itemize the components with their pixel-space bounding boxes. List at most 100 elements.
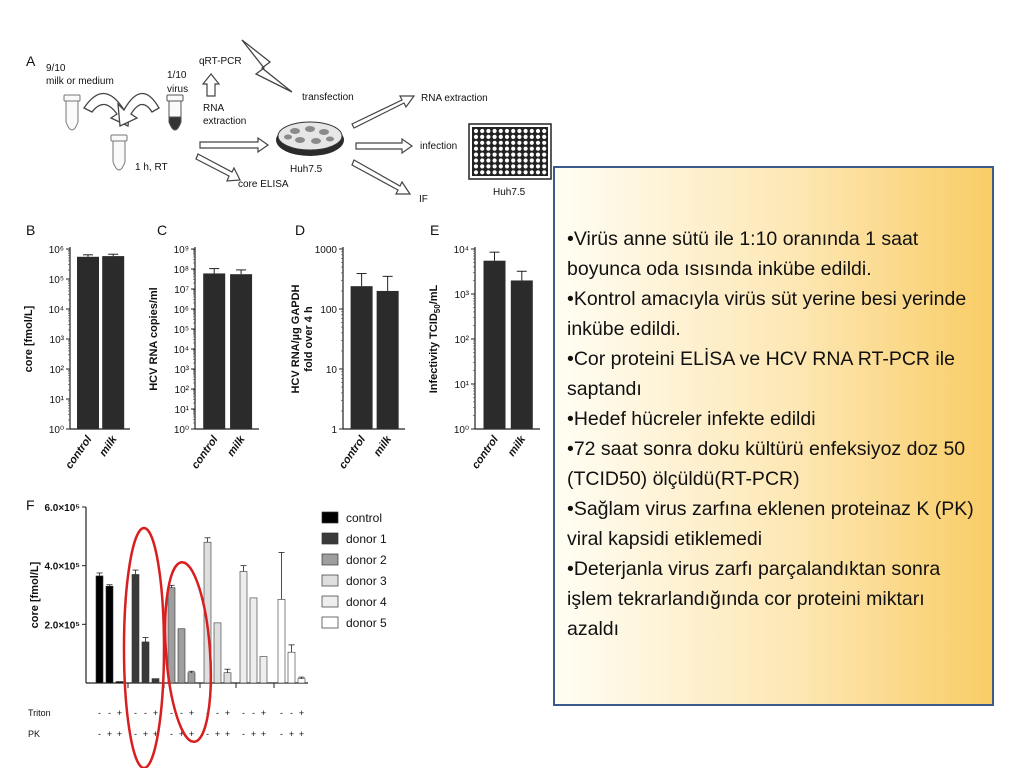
x-tick-label: milk bbox=[506, 433, 529, 459]
plate-well bbox=[517, 134, 522, 139]
triton-sign: - bbox=[144, 708, 147, 718]
plate-well bbox=[542, 152, 547, 157]
x-tick-label: control bbox=[189, 433, 221, 471]
panel-letter-b: B bbox=[26, 222, 35, 238]
plate-well bbox=[498, 152, 503, 157]
plate-well bbox=[498, 146, 503, 151]
bullet-2: •Kontrol amacıyla virüs süt yerine besi … bbox=[567, 288, 967, 340]
pk-sign: - bbox=[98, 729, 101, 739]
transfection-label: transfection bbox=[302, 92, 354, 103]
bar-milk bbox=[102, 256, 125, 429]
milk-tube-icon bbox=[63, 94, 81, 131]
bar-control bbox=[105, 585, 114, 684]
panel-letter-f: F bbox=[26, 497, 35, 513]
pk-sign: + bbox=[299, 729, 304, 739]
y-tick-label: 10² bbox=[50, 365, 65, 376]
y-tick-label: 10¹ bbox=[175, 405, 190, 416]
plate-well bbox=[535, 158, 541, 163]
legend-label: donor 5 bbox=[346, 616, 387, 630]
plate-well bbox=[511, 170, 516, 175]
y-tick-label: 10² bbox=[175, 385, 190, 396]
y-tick-label: 10 bbox=[326, 365, 338, 376]
plate-well bbox=[473, 170, 479, 175]
row-label-pk: PK bbox=[28, 729, 40, 739]
huh75-dish-label: Huh7.5 bbox=[290, 164, 323, 175]
panel-a-schematic: A 9/10 milk or medium 1/10 virus 1 h, RT… bbox=[26, 39, 552, 205]
plate-well bbox=[517, 152, 522, 157]
y-axis-label: core [fmol/L] bbox=[23, 305, 35, 372]
y-tick-label: 1000 bbox=[315, 245, 338, 256]
plate-well bbox=[486, 140, 491, 145]
y-axis-label: core [fmol/L] bbox=[29, 561, 41, 628]
triton-sign: - bbox=[170, 708, 173, 718]
y-tick-label: 2.0×10⁵ bbox=[44, 620, 80, 631]
pk-sign: + bbox=[215, 729, 220, 739]
arrow-to-elisa-icon bbox=[195, 153, 241, 182]
bar-donor-1 bbox=[151, 678, 160, 684]
virus-tube-icon bbox=[166, 94, 184, 131]
bullet-7: •Deterjanla virus zarfı parçalandıktan s… bbox=[567, 558, 941, 640]
arrow-if-icon bbox=[351, 159, 412, 195]
plate-well bbox=[529, 152, 534, 157]
well-plate-icon bbox=[468, 123, 552, 180]
x-tick-label: control bbox=[470, 433, 502, 471]
legend-label: donor 4 bbox=[346, 595, 387, 609]
plate-well bbox=[529, 128, 534, 134]
plate-well bbox=[473, 134, 479, 139]
bar-donor-5 bbox=[277, 599, 286, 684]
plate-well bbox=[504, 134, 510, 139]
bar-control bbox=[95, 575, 104, 684]
bar-control bbox=[77, 256, 99, 429]
plate-well bbox=[542, 170, 547, 175]
triton-sign: - bbox=[108, 708, 111, 718]
x-tick-label: control bbox=[63, 433, 95, 471]
plate-well bbox=[529, 140, 534, 145]
rna-extraction-label-line1: RNA bbox=[203, 103, 224, 114]
plate-well bbox=[504, 170, 510, 175]
rna-extraction-right-label: RNA extraction bbox=[421, 93, 488, 104]
y-tick-label: 10⁰ bbox=[49, 425, 64, 436]
plate-well bbox=[542, 164, 547, 169]
plate-well bbox=[535, 140, 541, 145]
petri-dish-icon bbox=[276, 121, 344, 156]
y-tick-label: 10⁰ bbox=[454, 425, 469, 436]
y-tick-label: 10³ bbox=[175, 365, 190, 376]
y-axis-label-2: fold over 4 h bbox=[303, 306, 315, 372]
pk-sign: + bbox=[289, 729, 294, 739]
plate-well bbox=[523, 152, 528, 157]
bar-donor-3 bbox=[223, 672, 232, 684]
plate-well bbox=[542, 140, 547, 145]
plate-well bbox=[529, 134, 534, 139]
bar-donor-1 bbox=[141, 641, 150, 684]
plate-well bbox=[523, 170, 528, 175]
pk-sign: + bbox=[143, 729, 148, 739]
panel-letter-e: E bbox=[430, 222, 439, 238]
y-tick-label: 10⁰ bbox=[174, 425, 189, 436]
plate-well bbox=[480, 152, 485, 157]
x-tick-label: milk bbox=[97, 433, 120, 459]
plate-well bbox=[498, 134, 503, 139]
plate-well bbox=[511, 146, 516, 151]
y-tick-label: 10⁸ bbox=[174, 265, 189, 276]
plate-well bbox=[517, 128, 522, 134]
y-tick-label: 10³ bbox=[455, 290, 470, 301]
plate-well bbox=[529, 170, 534, 175]
plate-well bbox=[498, 170, 503, 175]
plate-well bbox=[523, 128, 528, 134]
y-tick-label: 4.0×10⁵ bbox=[44, 562, 80, 573]
y-tick-label: 10³ bbox=[50, 335, 65, 346]
arrow-infection-icon bbox=[355, 137, 414, 155]
plate-well bbox=[529, 158, 534, 163]
summary-text-box: •Virüs anne sütü ile 1:10 oranında 1 saa… bbox=[553, 166, 994, 706]
plate-well bbox=[511, 128, 516, 134]
bullet-6: •Sağlam virus zarfına eklenen proteinaz … bbox=[567, 498, 974, 550]
triton-sign: - bbox=[216, 708, 219, 718]
plate-well bbox=[523, 164, 528, 169]
triton-sign: + bbox=[225, 708, 230, 718]
plate-well bbox=[480, 158, 485, 163]
x-tick-label: milk bbox=[372, 433, 395, 459]
bar-control bbox=[350, 286, 373, 429]
triton-sign: + bbox=[299, 708, 304, 718]
highlight-ellipse-donor2 bbox=[163, 560, 213, 744]
